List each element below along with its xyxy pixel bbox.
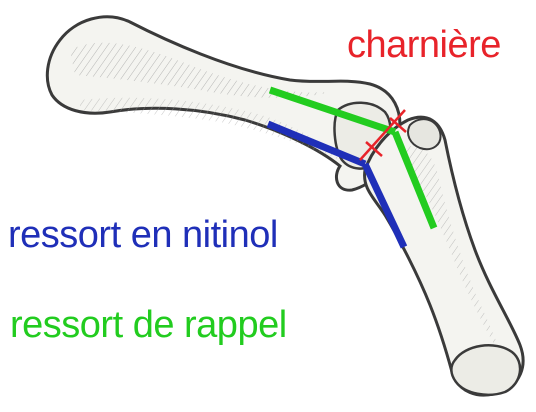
return-spring-label: ressort de rappel xyxy=(10,306,287,344)
lower-bone-distal-end xyxy=(451,345,520,394)
nitinol-spring-label: ressort en nitinol xyxy=(8,216,278,254)
lower-bone-head xyxy=(408,119,440,149)
lower-bone xyxy=(365,117,524,395)
hinge-label: charnière xyxy=(347,26,501,64)
